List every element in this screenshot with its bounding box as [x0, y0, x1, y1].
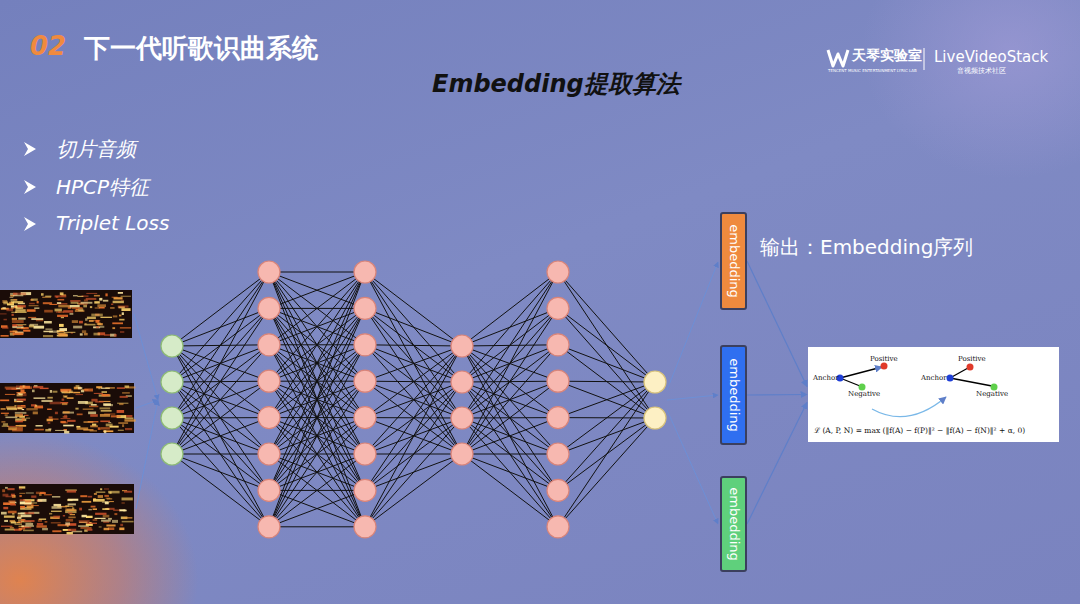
spectrogram	[0, 484, 134, 534]
neuron	[547, 443, 569, 465]
neuron	[354, 443, 376, 465]
connector-arrow	[747, 394, 807, 396]
neuron	[161, 443, 183, 465]
neuron	[258, 516, 280, 538]
neuron	[547, 370, 569, 392]
neuron	[354, 261, 376, 283]
bullet-marker	[24, 142, 36, 231]
neuron	[161, 371, 183, 393]
neuron	[354, 370, 376, 392]
neuron	[354, 516, 376, 538]
neuron	[258, 261, 280, 283]
logo-text: TENCENT MUSIC ENTERTAINMENT LYRIC LAB	[828, 68, 917, 73]
neuron	[161, 335, 183, 357]
neuron	[547, 261, 569, 283]
bullet-text: HPCP特征	[56, 174, 149, 201]
embedding-box: embedding	[720, 212, 747, 310]
connector-arrow	[747, 403, 807, 525]
neuron	[547, 407, 569, 429]
spectrogram	[0, 383, 134, 433]
neuron	[547, 516, 569, 538]
embedding-box: embedding	[720, 476, 747, 572]
neuron	[451, 335, 473, 357]
neuron	[258, 407, 280, 429]
neuron	[258, 297, 280, 319]
neuron	[451, 443, 473, 465]
embedding-label: embedding	[726, 487, 741, 561]
neuron	[258, 334, 280, 356]
neuron	[547, 479, 569, 501]
output-note: 输出：Embedding序列	[760, 234, 973, 261]
logo-text: 音视频技术社区	[957, 66, 1006, 76]
embedding-box: embedding	[720, 345, 747, 445]
neuron	[451, 371, 473, 393]
neuron	[258, 443, 280, 465]
neuron	[354, 407, 376, 429]
neuron	[354, 479, 376, 501]
point-label: Anchor	[813, 374, 839, 382]
section-heading: 下一代听歌识曲系统	[84, 31, 318, 66]
neuron	[161, 407, 183, 429]
logo-icon	[828, 48, 924, 70]
neuron	[354, 334, 376, 356]
neuron	[258, 479, 280, 501]
neuron	[451, 407, 473, 429]
logo-text: LiveVideoStack	[934, 48, 1048, 66]
loss-formula: ℒ (A, P, N) = max (‖f(A) − f(P)‖² − ‖f(A…	[814, 425, 1025, 435]
point-label: Negative	[848, 390, 880, 398]
embedding-label: embedding	[726, 224, 741, 298]
point-label: Positive	[870, 355, 898, 363]
neuron	[354, 297, 376, 319]
triplet-loss-figure: PositiveAnchorNegative PositiveAnchorNega…	[808, 347, 1059, 442]
neuron	[547, 297, 569, 319]
neuron	[644, 407, 666, 429]
point-label: Positive	[958, 355, 986, 363]
spectrogram	[0, 290, 132, 338]
slide-title: Embedding提取算法	[432, 68, 680, 100]
point-label: Anchor	[921, 374, 947, 382]
point-label: Negative	[976, 390, 1008, 398]
neuron	[644, 371, 666, 393]
neuron	[258, 370, 280, 392]
background-glow	[860, 0, 1080, 180]
neuron	[547, 334, 569, 356]
embedding-label: embedding	[726, 358, 741, 432]
connector-arrow	[747, 261, 807, 387]
section-heading: 02	[30, 31, 66, 61]
bullet-text: 切片音频	[56, 136, 136, 163]
bullet-text: Triplet Loss	[56, 211, 169, 235]
logo-text: 天琴实验室	[852, 47, 922, 65]
